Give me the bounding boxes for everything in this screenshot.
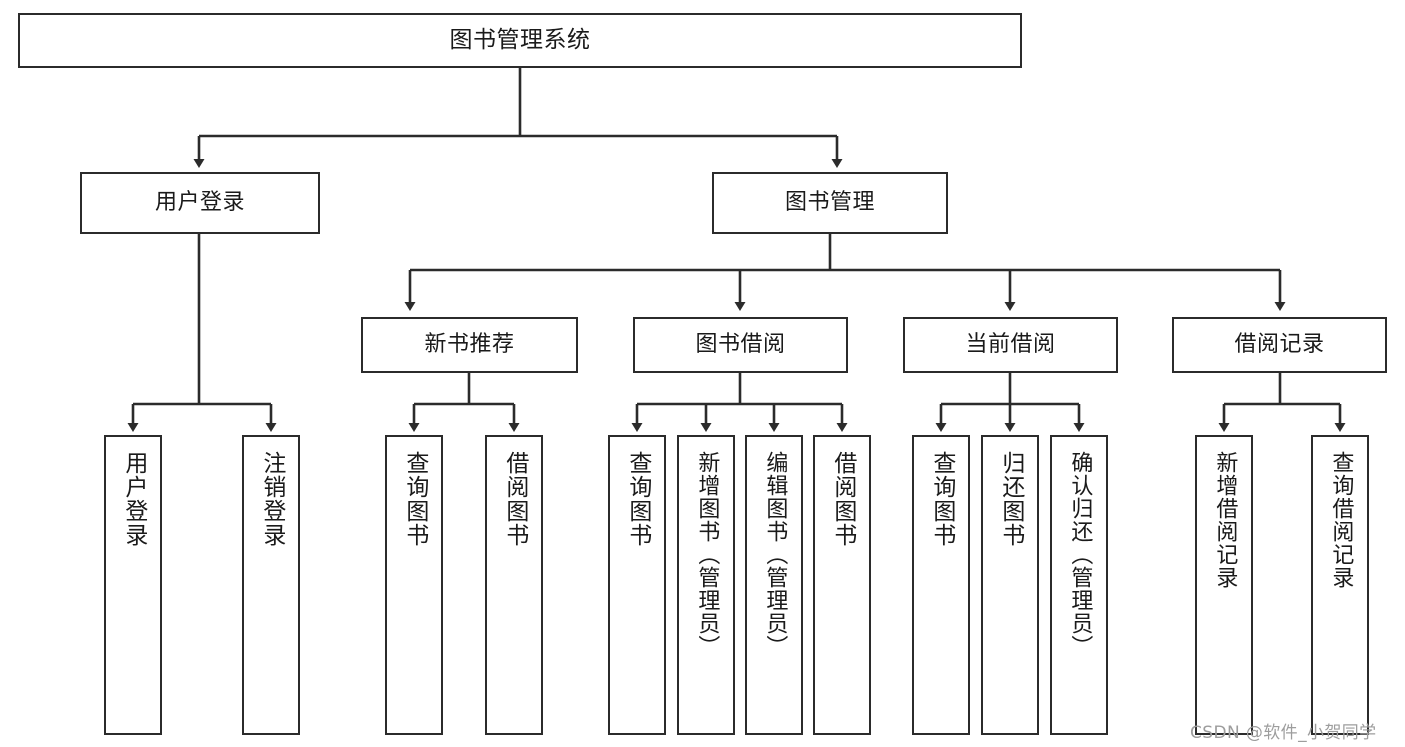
node-label: 编辑图书（管理员）: [762, 451, 788, 658]
node-label: 注销登录: [258, 451, 285, 547]
leaf-query-book-borrow[interactable]: 查询图书: [608, 435, 666, 735]
leaf-borrow-book[interactable]: 借阅图书: [813, 435, 871, 735]
node-book-management[interactable]: 图书管理: [712, 172, 948, 234]
leaf-logout-login[interactable]: 注销登录: [242, 435, 300, 735]
leaf-edit-book-admin[interactable]: 编辑图书（管理员）: [745, 435, 803, 735]
node-user-login[interactable]: 用户登录: [80, 172, 320, 234]
node-label: 查询图书: [624, 451, 651, 547]
node-label: 图书借阅: [695, 332, 786, 358]
leaf-add-borrow-record[interactable]: 新增借阅记录: [1195, 435, 1253, 735]
node-new-book-recommend[interactable]: 新书推荐: [361, 317, 578, 373]
node-label: 图书管理系统: [449, 27, 591, 54]
node-label: 查询借阅记录: [1328, 451, 1354, 589]
node-current-borrow[interactable]: 当前借阅: [903, 317, 1118, 373]
node-label: 借阅图书: [501, 451, 528, 547]
node-label: 新增借阅记录: [1212, 451, 1238, 589]
node-label: 借阅图书: [829, 451, 856, 547]
leaf-query-book-current[interactable]: 查询图书: [912, 435, 970, 735]
leaf-return-book[interactable]: 归还图书: [981, 435, 1039, 735]
node-label: 确认归还（管理员）: [1067, 451, 1093, 658]
node-book-borrow[interactable]: 图书借阅: [633, 317, 848, 373]
node-label: 查询图书: [401, 451, 428, 547]
node-label: 新增图书（管理员）: [694, 451, 720, 658]
node-label: 用户登录: [120, 451, 147, 547]
node-label: 新书推荐: [424, 332, 515, 358]
node-label: 图书管理: [784, 190, 875, 216]
leaf-confirm-return-admin[interactable]: 确认归还（管理员）: [1050, 435, 1108, 735]
leaf-query-borrow-record[interactable]: 查询借阅记录: [1311, 435, 1369, 735]
csdn-watermark: CSDN @软件_小贺同学: [1190, 723, 1377, 743]
leaf-borrow-book-recommend[interactable]: 借阅图书: [485, 435, 543, 735]
node-label: 查询图书: [928, 451, 955, 547]
node-root-system[interactable]: 图书管理系统: [18, 13, 1022, 68]
node-borrow-record[interactable]: 借阅记录: [1172, 317, 1387, 373]
node-label: 当前借阅: [965, 332, 1056, 358]
leaf-user-login[interactable]: 用户登录: [104, 435, 162, 735]
node-label: 用户登录: [154, 190, 245, 216]
node-label: 归还图书: [997, 451, 1024, 547]
leaf-add-book-admin[interactable]: 新增图书（管理员）: [677, 435, 735, 735]
leaf-query-book-recommend[interactable]: 查询图书: [385, 435, 443, 735]
node-label: 借阅记录: [1234, 332, 1325, 358]
